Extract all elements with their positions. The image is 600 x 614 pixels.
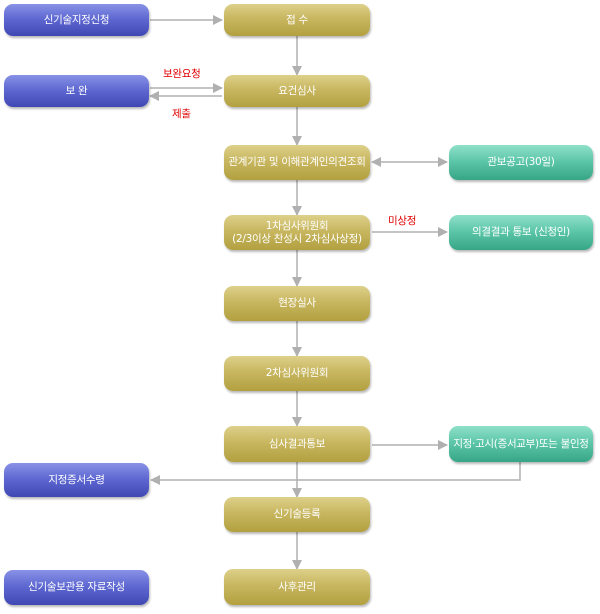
supplement-box: 보 완: [4, 75, 149, 107]
gazette-box: 관보공고(30일): [449, 145, 593, 180]
requirement-review-label: 요건심사: [278, 84, 316, 97]
consultation-box: 관계기관 및 이해관계인의견조회: [224, 145, 370, 180]
site-inspection-label: 현장실사: [278, 297, 316, 309]
gazette-label: 관보공고(30일): [487, 156, 555, 168]
arrow-designation-to-certificate: [150, 462, 521, 485]
result-notice-label: 심사결과통보: [268, 437, 326, 450]
site-inspection-box: 현장실사: [224, 286, 370, 321]
registration-label: 신기술등록: [273, 508, 321, 520]
certificate-label: 지정증서수령: [48, 473, 105, 486]
requirement-review-box: 요건심사: [224, 75, 370, 107]
certificate-box: 지정증서수령: [4, 463, 149, 497]
follow-up-label: 사후관리: [278, 580, 316, 593]
result-applicant-box: 의결결과 통보 (신청인): [449, 215, 593, 250]
application-label: 신기술지정신청: [43, 13, 110, 26]
not-submitted-label: 미상정: [388, 215, 417, 227]
receipt-label: 접 수: [286, 13, 308, 26]
result-applicant-label: 의결결과 통보 (신청인): [472, 226, 570, 238]
committee2-label: 2차심사위원회: [265, 367, 329, 379]
promotion-box: 신기술보관용 자료작성: [4, 570, 149, 605]
designation-notice-label: 지정·고시(증서교부)또는 불인정: [453, 437, 589, 450]
committee1-label: 1차심사위원회: [265, 219, 329, 232]
follow-up-box: 사후관리: [224, 569, 370, 605]
supplement-label: 보 완: [65, 84, 88, 97]
result-notice-box: 심사결과통보: [224, 426, 370, 462]
application-box: 신기술지정신청: [4, 4, 149, 36]
supplement-request-label: 보완요청: [163, 68, 201, 80]
promotion-label: 신기술보관용 자료작성: [28, 581, 125, 593]
committee1-box: 1차심사위원회 (2/3이상 찬성시 2차심사상정): [224, 215, 370, 250]
registration-box: 신기술등록: [224, 497, 370, 532]
designation-notice-box: 지정·고시(증서교부)또는 불인정: [449, 426, 593, 462]
submission-label: 제출: [172, 108, 191, 120]
committee1-sublabel: (2/3이상 찬성시 2차심사상정): [232, 232, 362, 245]
committee2-box: 2차심사위원회: [224, 356, 370, 391]
receipt-box: 접 수: [224, 4, 370, 36]
consultation-label: 관계기관 및 이해관계인의견조회: [228, 156, 366, 168]
